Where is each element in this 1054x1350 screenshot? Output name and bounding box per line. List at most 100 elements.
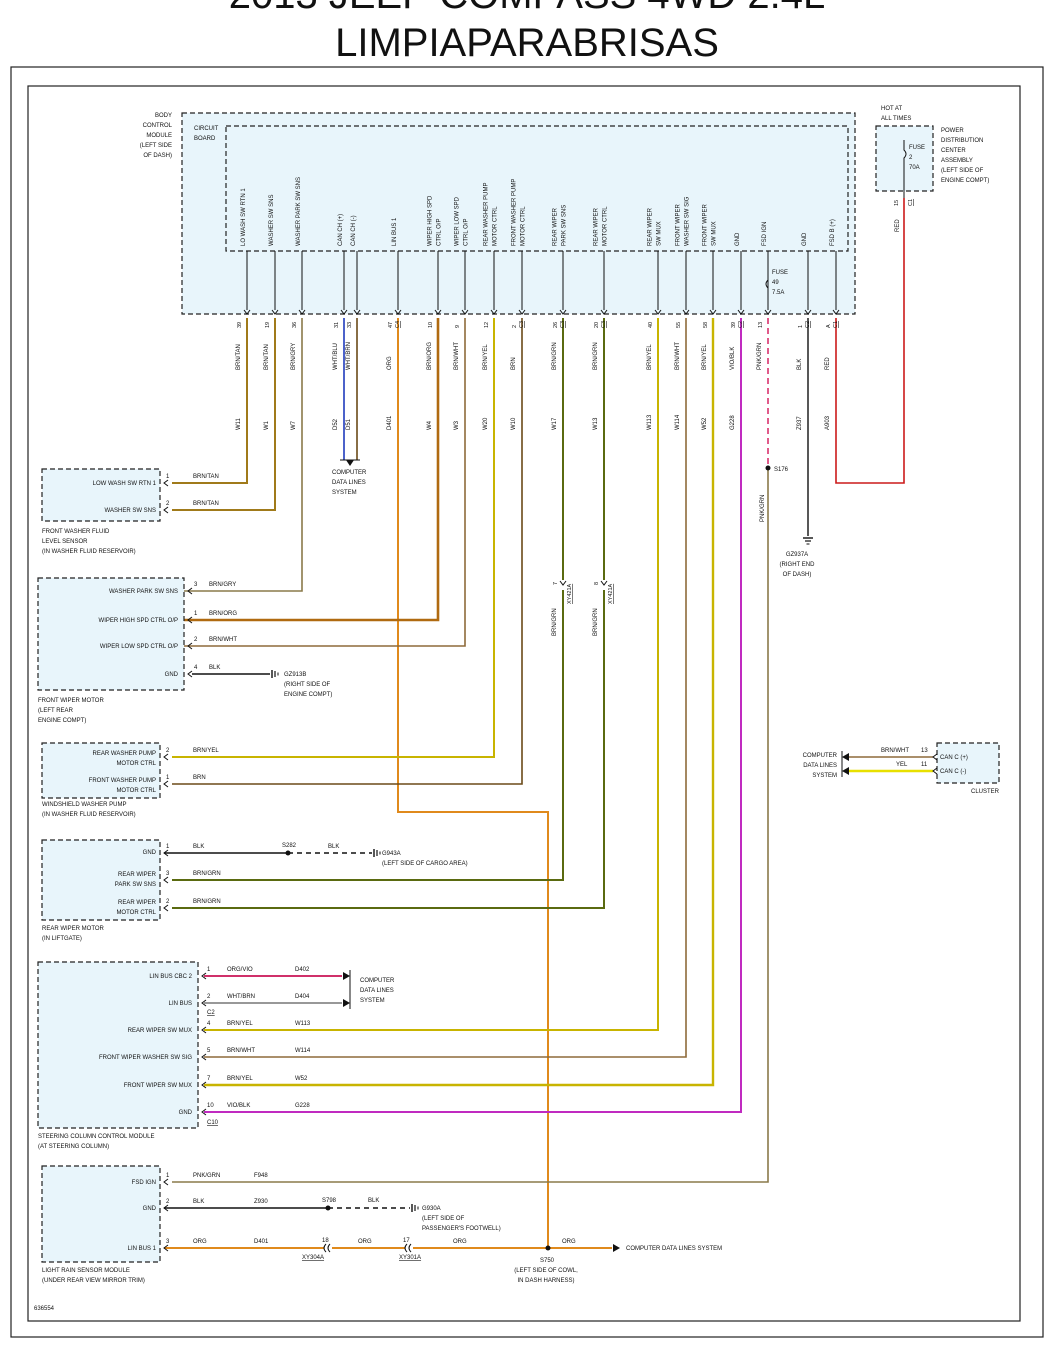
rear-motor-connector bbox=[163, 876, 169, 884]
bcm-pin-function-label: WIPER LOW SPD bbox=[455, 196, 461, 246]
bcm-pin-connector bbox=[709, 309, 717, 315]
wire-w52 bbox=[204, 318, 715, 1087]
sccm-pin-label: LIN BUS bbox=[169, 1001, 192, 1007]
light-rain-sensor-label: LIGHT RAIN SENSOR MODULE bbox=[42, 1268, 130, 1274]
splice-s750 bbox=[545, 1245, 551, 1251]
wire-g228 bbox=[204, 318, 742, 1113]
rain-lin-color-4: ORG bbox=[562, 1239, 576, 1245]
front-wiper-motor-label: (LEFT REAR bbox=[38, 708, 74, 714]
level-sensor-pin-label: WASHER SW SNS bbox=[105, 508, 156, 514]
wire-w11 bbox=[172, 318, 248, 484]
bcm-circuit-id: W1 bbox=[264, 420, 270, 430]
pdc-fuse-label: FUSE bbox=[909, 145, 925, 151]
bcm-circuit-id: W7 bbox=[291, 420, 297, 430]
rain-connector bbox=[163, 1178, 169, 1186]
bcm-wire-color: BRN/YEL bbox=[647, 344, 653, 370]
splice-s798 bbox=[325, 1205, 331, 1211]
bcm-pin-connector-id: C3 bbox=[560, 321, 566, 328]
bcm-circuit-id: W13 bbox=[593, 417, 599, 430]
bcm-label: (LEFT SIDE bbox=[140, 143, 172, 149]
cluster-computer-data-lines-label: DATA LINES bbox=[803, 763, 837, 769]
pump-pin-number: 1 bbox=[166, 775, 170, 781]
sccm-computer-data-lines-label: DATA LINES bbox=[360, 988, 394, 994]
bcm-pin-connector bbox=[559, 309, 567, 315]
bcm-pin-number: 58 bbox=[703, 322, 709, 328]
ground-g930a-label: (LEFT SIDE OF bbox=[422, 1216, 465, 1222]
wire-w4 bbox=[172, 318, 440, 622]
rain-circuit-id: D401 bbox=[254, 1239, 269, 1245]
wire-w7 bbox=[172, 318, 303, 592]
pump-connector bbox=[163, 753, 169, 761]
bcm-pin-function-label: CAN CH (+) bbox=[338, 214, 344, 246]
washer-fluid-level-sensor-label: FRONT WASHER FLUID bbox=[42, 529, 110, 535]
pdc-wire-color: RED bbox=[895, 219, 901, 232]
ground-gz913b-label: (RIGHT SIDE OF bbox=[284, 682, 331, 688]
bcm-pin-number: 1 bbox=[798, 325, 804, 328]
computer-data-lines-label: SYSTEM bbox=[332, 490, 357, 496]
bcm-circuit-id: A903 bbox=[825, 415, 831, 430]
ground-gz913b-label: GZ913B bbox=[284, 672, 306, 678]
rain-data-arrow bbox=[613, 1244, 620, 1252]
bcm-pin-function-label: LIN BUS 1 bbox=[392, 217, 398, 246]
bcm-pin-connector bbox=[353, 309, 361, 315]
pdc-label: CENTER bbox=[941, 148, 966, 154]
fuse-49-label: 49 bbox=[772, 280, 779, 286]
pdc-label: POWER bbox=[941, 128, 964, 134]
pump-wire-color: BRN/YEL bbox=[193, 748, 219, 754]
pdc-label: (LEFT SIDE OF bbox=[941, 168, 984, 174]
rain-pin-label: GND bbox=[143, 1206, 157, 1212]
front-motor-wire-color: BLK bbox=[209, 665, 220, 671]
bcm-pin-number: 9 bbox=[455, 325, 461, 328]
pump-connector bbox=[163, 780, 169, 788]
cluster-computer-data-lines-label: SYSTEM bbox=[812, 773, 837, 779]
bcm-pin-number: 39 bbox=[731, 322, 737, 328]
sccm-circuit-id: D402 bbox=[295, 967, 310, 973]
bcm-circuit-id: W113 bbox=[647, 414, 653, 430]
inline-connector-id: XY421A bbox=[608, 583, 614, 604]
bcm-circuit-id: W114 bbox=[675, 414, 681, 430]
ground-gz937a-label: OF DASH) bbox=[783, 572, 812, 578]
cluster-wire-color: BRN/WHT bbox=[881, 748, 909, 754]
sccm-label: STEERING COLUMN CONTROL MODULE bbox=[38, 1134, 154, 1140]
bcm-label: MODULE bbox=[146, 133, 172, 139]
front-motor-pin-number: 2 bbox=[194, 637, 198, 643]
bcm-pin-function-label: CTRL O/P bbox=[437, 219, 443, 246]
bcm-pin-function-label: GND bbox=[802, 232, 808, 246]
bcm-pin-number: 36 bbox=[292, 322, 298, 328]
sccm-wire-color: WHT/BRN bbox=[227, 994, 255, 1000]
ground-g943a-location: (LEFT SIDE OF CARGO AREA) bbox=[382, 861, 468, 867]
wire-w17 bbox=[172, 318, 564, 881]
bcm-wire-color: VIO/BLK bbox=[730, 347, 736, 370]
splice-s282-label: S282 bbox=[282, 843, 297, 849]
bcm-pin-number: 47 bbox=[388, 322, 394, 328]
rain-pin-number: 2 bbox=[166, 1199, 170, 1205]
rain-inline-id: XY301A bbox=[399, 1255, 421, 1261]
sccm-wire-color: BRN/YEL bbox=[227, 1076, 253, 1082]
bcm-pin-function-label: MOTOR CTRL bbox=[603, 206, 609, 246]
sccm-pin-number: 2 bbox=[207, 994, 211, 1000]
bcm-pin-number: 26 bbox=[553, 322, 559, 328]
sccm-wire-color: VIO/BLK bbox=[227, 1103, 250, 1109]
bcm-pin-function-label: MOTOR CTRL bbox=[521, 206, 527, 246]
bcm-wire-color: RED bbox=[825, 357, 831, 370]
sccm-pin-number: 1 bbox=[207, 967, 211, 973]
bcm-wire-color: BRN/WHT bbox=[675, 342, 681, 370]
rear-motor-pin-label: PARK SW SNS bbox=[115, 882, 156, 888]
bcm-circuit-id: W10 bbox=[511, 417, 517, 430]
computer-data-lines-label: COMPUTER bbox=[332, 470, 367, 476]
sccm-circuit-id: G228 bbox=[295, 1103, 310, 1109]
bcm-pin-connector bbox=[434, 309, 442, 315]
sccm-connector bbox=[201, 1108, 207, 1116]
sccm-data-arrow-1 bbox=[343, 972, 350, 980]
bcm-pin-number: 20 bbox=[594, 322, 600, 328]
inline-wire-color: BRN/GRN bbox=[552, 608, 558, 636]
pdc-hot-label: ALL TIMES bbox=[881, 116, 911, 122]
bcm-pin-function-label: CTRL O/P bbox=[464, 219, 470, 246]
bcm-pin-connector bbox=[832, 309, 840, 315]
pdc-connector-id: C1 bbox=[908, 199, 914, 206]
bcm-pin-connector bbox=[340, 309, 348, 315]
bcm-pin-function-label: REAR WASHER PUMP bbox=[484, 183, 490, 246]
bcm-circuit-id: W20 bbox=[483, 417, 489, 430]
wire-f948 bbox=[172, 468, 769, 1183]
